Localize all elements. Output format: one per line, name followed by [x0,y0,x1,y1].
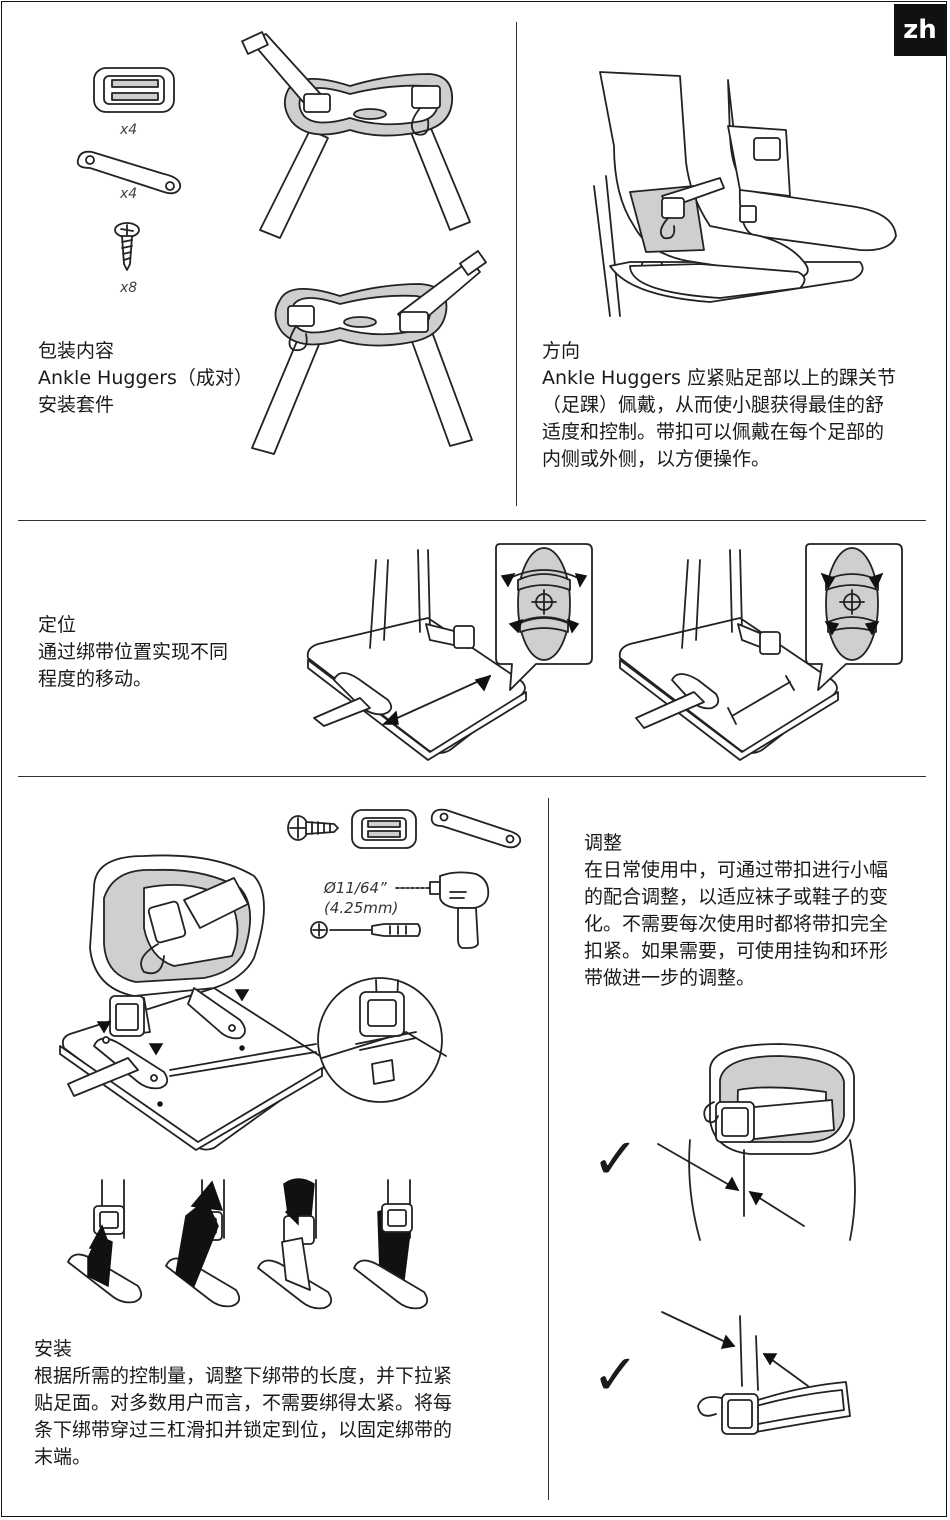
install-line3: 条下绑带穿过三杠滑扣并锁定到位，以固定绑带的 [34,1419,453,1441]
slide-buckle-detail-magnifier [316,976,446,1106]
adjust-line5: 带做进一步的调整。 [584,967,756,989]
divider-bottom-vertical [548,798,549,1500]
qty-buckle: x4 [120,122,138,138]
strap-threading-steps-illustration [58,1176,448,1310]
package-title: 包装内容 [38,340,115,362]
orientation-line1: Ankle Huggers 应紧贴足部以上的踝关节 [542,367,896,389]
screwdriver-icon [310,920,422,940]
check-mark-icon-2: ✓ [592,1343,639,1408]
step-1 [68,1180,141,1302]
orientation-line4: 内侧或外侧，以方便操作。 [542,448,771,470]
qty-screw: x8 [120,280,138,296]
divider-2 [18,776,926,777]
strap-bracket-icon [72,146,188,198]
step-2 [166,1180,239,1306]
orientation-line2: （足踝）佩戴，从而使小腿获得最佳的舒 [542,394,885,416]
install-line1: 根据所需的控制量，调整下绑带的长度，并下拉紧 [34,1365,453,1387]
ankle-hugger-illustration-lower [240,250,490,460]
orientation-text: 方向 Ankle Huggers 应紧贴足部以上的踝关节 （足踝）佩戴，从而使小… [542,338,896,473]
divider-top-vertical [516,22,517,506]
buckle-fastened-illustration [650,1040,880,1240]
step-4 [354,1180,427,1308]
orientation-title: 方向 [542,340,581,362]
install-text: 安装 根据所需的控制量，调整下绑带的长度，并下拉紧 贴足面。对多数用户而言，不需… [34,1336,452,1471]
footplate-wide-movement-illustration [300,540,600,760]
adjust-line3: 化。不需要每次使用时都将带扣完全 [584,913,889,935]
qty-bracket: x4 [120,186,138,202]
positioning-text: 定位 通过绑带位置实现不同 程度的移动。 [38,612,228,693]
drill-size-mm: (4.25mm) [324,899,399,917]
divider-1 [18,520,926,521]
install-line4: 末端。 [34,1446,92,1468]
adjust-line1: 在日常使用中，可通过带扣进行小幅 [584,859,889,881]
drill-spec: Ø11/64” (4.25mm) [324,878,398,918]
positioning-title: 定位 [38,614,77,636]
adjust-line2: 的配合调整，以适应袜子或鞋子的变 [584,886,889,908]
package-line2: 安装套件 [38,394,115,416]
adjust-text: 调整 在日常使用中，可通过带扣进行小幅 的配合调整，以适应袜子或鞋子的变 化。不… [584,830,888,992]
feet-on-footplate-illustration [590,66,910,326]
adjust-title: 调整 [584,832,623,854]
install-kit-parts-illustration [282,806,526,854]
drill-size: Ø11/64” [324,879,387,897]
screw-icon [112,220,142,272]
package-text: 包装内容 Ankle Huggers（成对） 安装套件 [38,338,253,419]
buckle-open-illustration [660,1306,860,1446]
orientation-line3: 适度和控制。带扣可以佩戴在每个足部的 [542,421,885,443]
install-line2: 贴足面。对多数用户而言，不需要绑得太紧。将每 [34,1392,453,1414]
package-line1: Ankle Huggers（成对） [38,367,253,389]
positioning-line2: 程度的移动。 [38,668,153,690]
three-bar-buckle-icon [90,62,180,120]
install-title: 安装 [34,1338,73,1360]
footplate-limited-movement-illustration [612,540,912,760]
drill-icon [396,866,496,950]
positioning-line1: 通过绑带位置实现不同 [38,641,229,663]
language-tag: zh [894,4,946,56]
step-3 [258,1179,331,1308]
check-mark-icon: ✓ [592,1127,639,1192]
ankle-hugger-illustration-upper [240,30,480,250]
adjust-line4: 扣紧。如果需要，可使用挂钩和环形 [584,940,889,962]
mounted-ankle-hugger-illustration [54,848,454,1158]
